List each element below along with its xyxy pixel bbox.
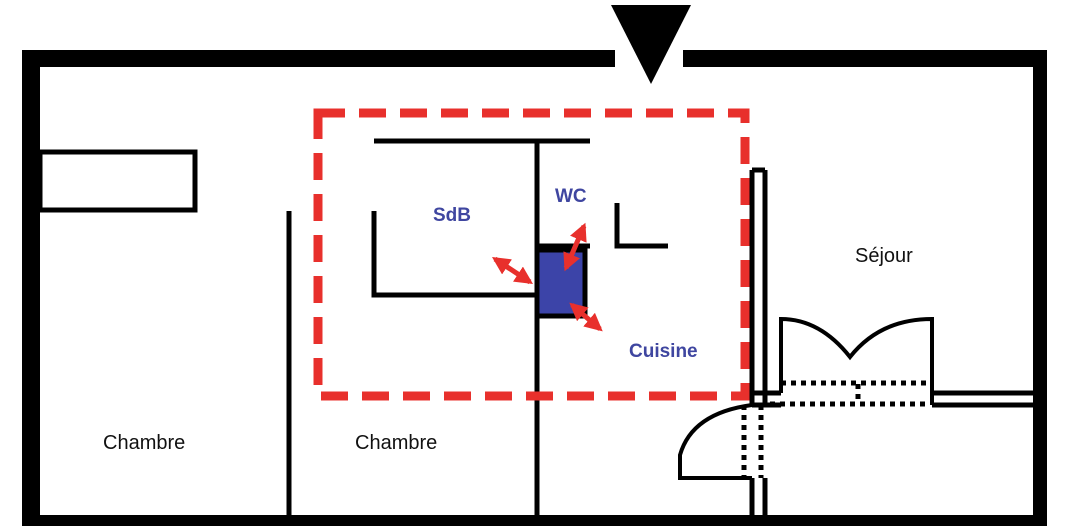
wardrobe-left <box>37 149 198 213</box>
entrance-triangle-icon <box>611 5 691 84</box>
arrow-to-wc <box>563 222 587 272</box>
label-cuisine: Cuisine <box>629 341 698 362</box>
dotted-partitions <box>741 380 928 478</box>
arrow-to-cuisine <box>569 302 603 332</box>
wall-sdb-bottom <box>371 211 540 298</box>
label-wc: WC <box>555 186 587 207</box>
outer-wall-top-left <box>22 50 615 67</box>
label-chambre-middle: Chambre <box>355 432 437 454</box>
doors <box>678 316 934 480</box>
outer-wall-top-right <box>683 50 1047 67</box>
wall-wc <box>614 203 668 249</box>
outer-wall-left <box>22 50 40 526</box>
double-door-sejour <box>779 316 934 405</box>
arrow-to-sdb <box>491 256 534 285</box>
label-sejour: Séjour <box>855 245 913 267</box>
label-chambre-left: Chambre <box>103 432 185 454</box>
label-sdb: SdB <box>433 205 471 226</box>
outer-walls <box>22 50 1047 526</box>
outer-wall-right <box>1033 50 1047 526</box>
technical-shaft <box>534 247 588 319</box>
highlight-zone <box>313 108 750 401</box>
double-arrow-icon <box>491 222 603 332</box>
door-swing-entry <box>678 403 753 480</box>
outer-wall-bottom <box>22 515 1047 526</box>
